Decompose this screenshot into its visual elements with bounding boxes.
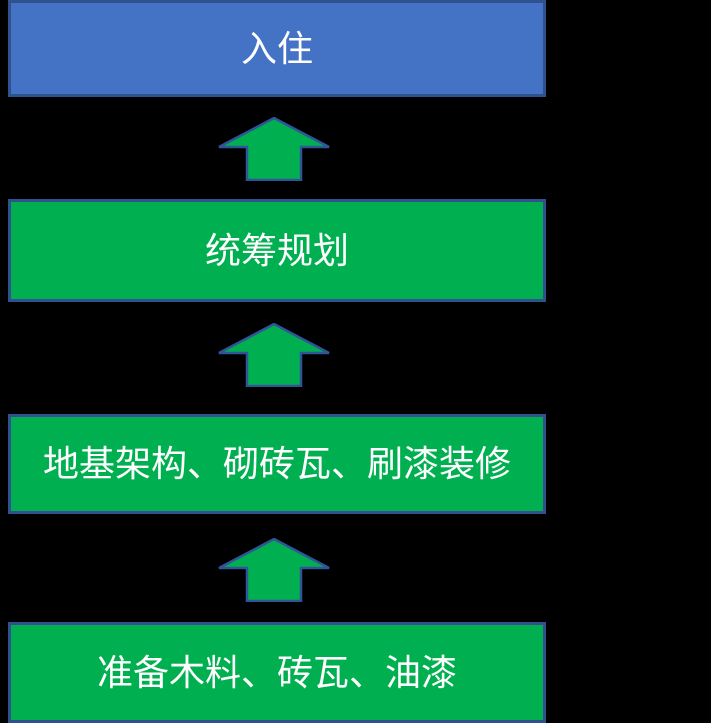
flow-step-move-in: 入住	[8, 0, 546, 97]
flow-step-construction: 地基架构、砌砖瓦、刷漆装修	[8, 414, 546, 514]
up-arrow-shape	[218, 538, 330, 602]
flow-step-construction-label: 地基架构、砌砖瓦、刷漆装修	[42, 443, 511, 485]
flow-step-planning-label: 统筹规划	[204, 229, 349, 271]
up-arrow-shape	[218, 323, 330, 387]
flow-step-materials: 准备木料、砖瓦、油漆	[8, 622, 546, 723]
up-arrow-icon	[218, 538, 330, 602]
up-arrow-shape	[218, 117, 330, 181]
flow-step-planning: 统筹规划	[8, 199, 546, 302]
up-arrow-icon	[218, 117, 330, 181]
flow-step-materials-label: 准备木料、砖瓦、油漆	[96, 651, 457, 693]
flow-step-move-in-label: 入住	[240, 27, 313, 69]
up-arrow-icon	[218, 323, 330, 387]
